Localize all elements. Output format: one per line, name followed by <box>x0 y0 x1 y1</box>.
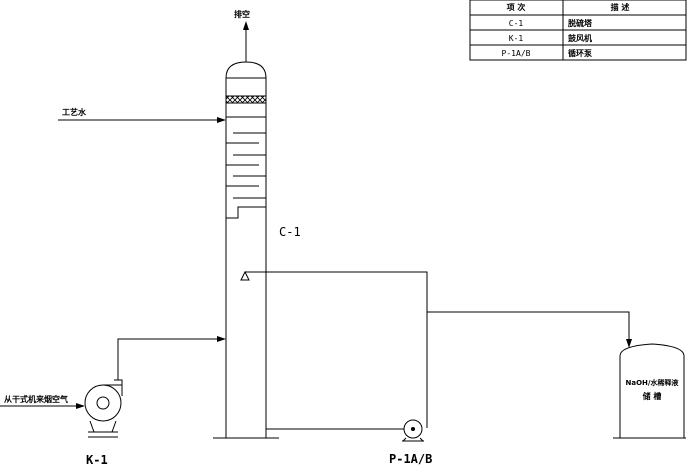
process-water-label: 工艺水 <box>62 107 87 117</box>
air-inlet-line: 从干式机来烟空气 <box>0 394 85 409</box>
pump-p1: P-1A/B <box>389 419 432 466</box>
vent-line: 排空 <box>234 9 250 62</box>
blower-k1: K-1 <box>84 379 123 467</box>
tank-label-line2: 储 槽 <box>642 391 662 401</box>
column-tag: C-1 <box>279 225 301 239</box>
legend-desc-k1: 鼓风机 <box>568 33 592 43</box>
tank-label-line1: NaOH/水稀释液 <box>626 378 680 387</box>
tank-feed-arrow-icon <box>626 339 632 348</box>
legend-header-desc: 描 述 <box>611 2 630 12</box>
blower-leg <box>89 420 95 433</box>
pump-impeller <box>411 427 415 431</box>
circulation-return-pipe <box>245 271 428 428</box>
legend-code-k1: K-1 <box>509 34 524 43</box>
legend-code-p1: P-1A/B <box>502 49 531 58</box>
circulation-line <box>240 270 632 430</box>
legend-desc-c1: 脱硫塔 <box>568 18 593 28</box>
blower-volute <box>103 384 123 396</box>
pump-tag: P-1A/B <box>389 452 432 466</box>
legend-header-code: 项 次 <box>507 2 526 12</box>
spray-nozzle-icon <box>240 270 250 281</box>
tank-shell <box>619 343 685 438</box>
process-water-line: 工艺水 <box>58 107 226 123</box>
process-water-arrow-icon <box>217 117 226 123</box>
blower-discharge-arrow-icon <box>217 336 226 342</box>
storage-tank: NaOH/水稀释液 储 槽 <box>613 343 686 439</box>
chimney-tray <box>226 206 266 219</box>
blower-impeller <box>96 396 110 410</box>
demister-pad <box>225 95 267 104</box>
vent-arrow-icon <box>243 21 249 30</box>
column-shell <box>225 61 267 438</box>
tank-feed-pipe <box>427 311 630 340</box>
blower-tag: K-1 <box>86 453 108 467</box>
air-inlet-label: 从干式机来烟空气 <box>4 394 68 404</box>
legend-table: 项 次 描 述 C-1 脱硫塔 K-1 鼓风机 P-1A/B 循环泵 <box>469 0 687 61</box>
legend-code-c1: C-1 <box>509 19 524 28</box>
blower-discharge-pipe <box>117 338 218 380</box>
blower-casing <box>84 384 122 422</box>
column-c1: C-1 <box>213 61 301 439</box>
blower-leg <box>111 420 117 433</box>
vent-label: 排空 <box>234 9 250 19</box>
blower-discharge-line <box>117 336 226 380</box>
legend-desc-p1: 循环泵 <box>567 48 592 58</box>
air-inlet-arrow-icon <box>76 403 85 409</box>
